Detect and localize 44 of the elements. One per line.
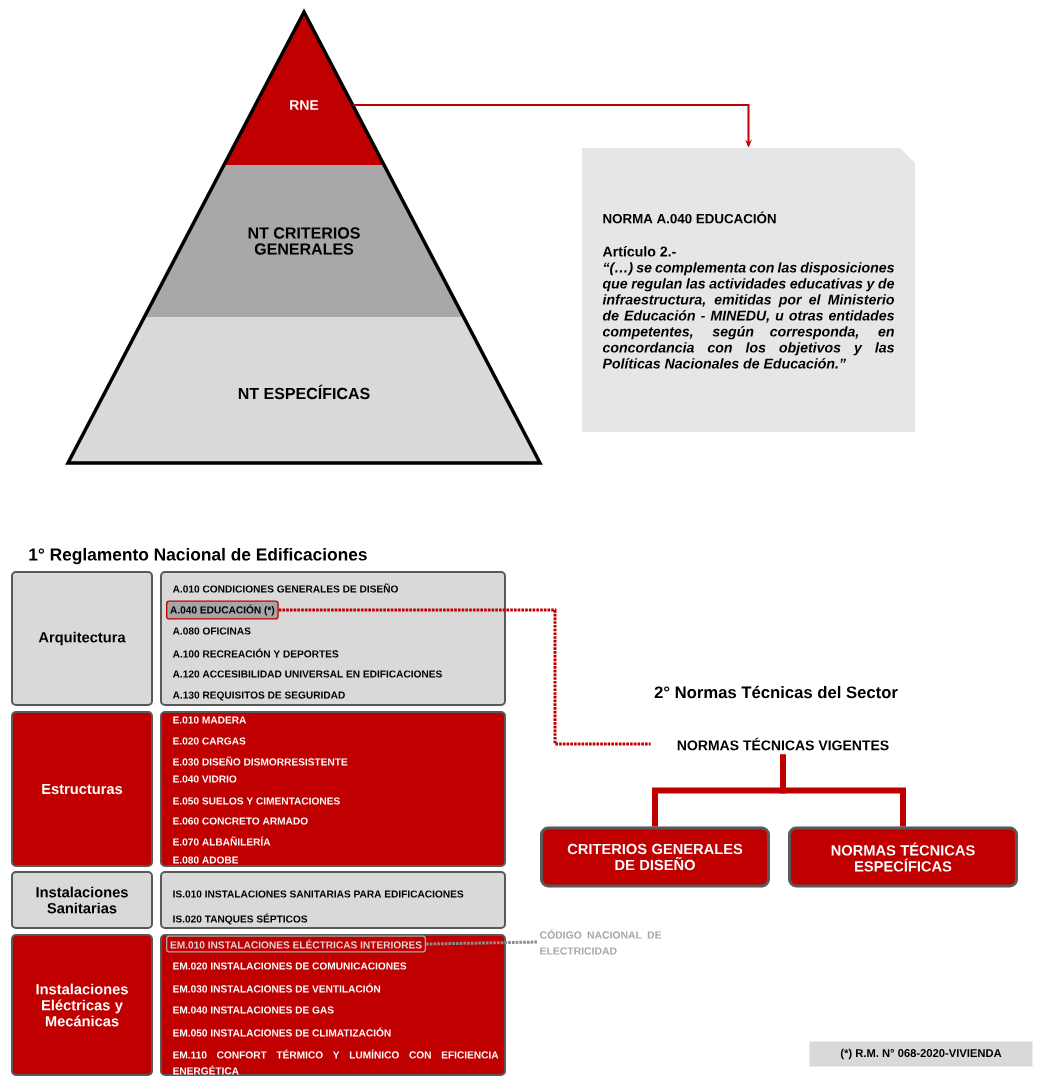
list-item: EM.110 CONFORT TÉRMICO Y LUMÍNICO CON EFICIENCIA ENERGÉTICA: [173, 1049, 499, 1075]
list-item: E.070 ALBAÑILERÍA: [173, 836, 271, 846]
connector: [278, 608, 651, 746]
list-item: IS.020 TANQUES SÉPTICOS: [173, 913, 308, 925]
connector: [426, 940, 539, 946]
list-item: E.010 MADERA: [173, 716, 247, 724]
highlighted-item: EM.010 INSTALACIONES ELÉCTRICAS INTERIORES: [166, 935, 427, 953]
list-item: E.020 CARGAS: [173, 737, 246, 745]
annotation-text: CÓDIGO NACIONAL DE ELECTRICIDAD: [540, 929, 662, 955]
list-panel: [160, 571, 506, 706]
result-box: NORMAS TÉCNICAS ESPECÍFICAS: [788, 826, 1018, 888]
list-item: E.050 SUELOS Y CIMENTACIONES: [173, 797, 340, 805]
note-card: NORMA A.040 EDUCACIÓN Artículo 2.- “(…) se complementa con las disposiciones que regulan las actividades educativas y de infraestructura, emitidas por el Ministerio de Educación - MINEDU, u otras entidades competentes, según corresponda, en concordancia con los objetivos y las Políticas Nacionales de Educación.”: [582, 148, 915, 432]
section-heading: 2° Normas Técnicas del Sector: [654, 685, 898, 699]
category-box: Arquitectura: [11, 571, 153, 706]
list-panel: [160, 934, 506, 1076]
list-item: E.040 VIDRIO: [173, 775, 237, 783]
highlighted-item: A.040 EDUCACIÓN (*): [166, 600, 279, 620]
list-item: A.130 REQUISITOS DE SEGURIDAD: [172, 691, 345, 701]
section-heading: 1° Reglamento Nacional de Edificaciones: [29, 547, 367, 565]
list-panel: [160, 711, 506, 867]
pyramid-tier: NT CRITERIOS GENERALES: [144, 165, 464, 317]
list-item: IS.010 INSTALACIONES SANITARIAS PARA EDIFICACIONES: [173, 890, 464, 898]
list-item: EM.040 INSTALACIONES DE GAS: [173, 1006, 334, 1014]
list-item: E.080 ADOBE: [173, 856, 239, 864]
list-item: A.010 CONDICIONES GENERALES DE DISEÑO: [172, 583, 398, 593]
list-item: E.030 DISEÑO DISMORRESISTENTE: [173, 756, 348, 766]
list-item: A.120 ACCESIBILIDAD UNIVERSAL EN EDIFICACIONES: [172, 670, 442, 678]
footnote-box: (*) R.M. N° 068-2020-VIVIENDA: [809, 1041, 1033, 1067]
tree-root-label: NORMAS TÉCNICAS VIGENTES: [677, 737, 889, 751]
category-box: Estructuras: [11, 711, 153, 867]
list-item: A.100 RECREACIÓN Y DEPORTES: [172, 648, 339, 658]
category-box: Instalaciones Sanitarias: [11, 871, 153, 929]
category-box: Instalaciones Eléctricas y Mecánicas: [11, 934, 153, 1076]
connector: [780, 754, 906, 827]
list-panel: [160, 871, 506, 929]
pyramid-tier: RNE: [223, 12, 385, 165]
list-item: EM.020 INSTALACIONES DE COMUNICACIONES: [173, 962, 407, 970]
list-item: EM.050 INSTALACIONES DE CLIMATIZACIÓN: [173, 1027, 391, 1037]
list-item: EM.030 INSTALACIONES DE VENTILACIÓN: [173, 983, 381, 993]
result-box: CRITERIOS GENERALES DE DISEÑO: [540, 826, 770, 888]
list-item: A.080 OFICINAS: [172, 627, 251, 635]
pyramid-tier: NT ESPECÍFICAS: [68, 317, 540, 463]
list-item: E.060 CONCRETO ARMADO: [173, 817, 308, 825]
